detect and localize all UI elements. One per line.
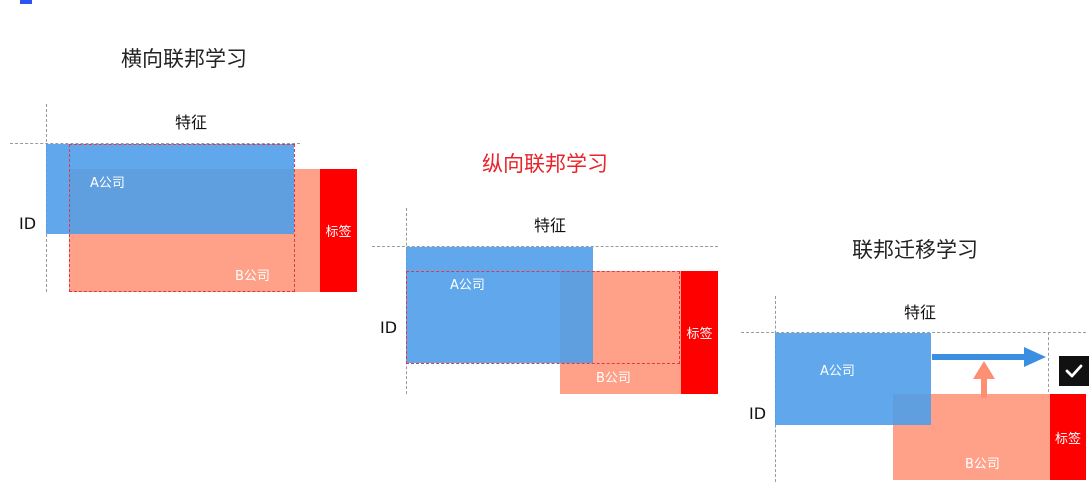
transfer-id-label: ID	[749, 404, 767, 423]
check-icon	[1065, 364, 1083, 378]
transfer-company-a-label: A公司	[820, 364, 855, 379]
transfer-fl-title: 联邦迁移学习	[852, 238, 978, 262]
horizontal-id-label: ID	[19, 214, 37, 233]
vertical-id-label: ID	[380, 318, 398, 337]
transfer-company-a-block	[775, 333, 931, 425]
vertical-tag-label: 标签	[686, 327, 713, 342]
corner-mark	[20, 0, 32, 4]
horizontal-tag-block: 标签	[320, 169, 357, 292]
vertical-tag-block: 标签	[681, 271, 718, 394]
transfer-tag-axis	[1048, 332, 1049, 392]
check-badge	[1059, 356, 1089, 386]
vertical-feature-axis	[372, 246, 718, 247]
vertical-company-b-label: B公司	[596, 371, 631, 386]
horizontal-overlap-box	[69, 144, 295, 292]
vertical-company-a-block	[406, 247, 593, 363]
vertical-feature-label: 特征	[534, 216, 567, 235]
transfer-company-b-label: B公司	[965, 457, 1000, 472]
vertical-overlap-box	[406, 271, 680, 364]
horizontal-company-b-label: B公司	[235, 269, 270, 284]
arrow-right-icon	[932, 347, 1046, 367]
horizontal-tag-label: 标签	[325, 225, 352, 240]
transfer-feature-label: 特征	[904, 303, 937, 322]
transfer-tag-label: 标签	[1054, 431, 1081, 447]
transfer-tag-block: 标签	[1050, 394, 1086, 480]
horizontal-feature-label: 特征	[175, 113, 208, 132]
arrow-up-icon	[973, 361, 995, 398]
horizontal-company-a-label: A公司	[90, 176, 125, 191]
transfer-feature-axis	[741, 332, 1086, 333]
horizontal-company-a-block	[46, 144, 294, 234]
horizontal-feature-axis	[10, 143, 300, 144]
horizontal-fl-title: 横向联邦学习	[121, 47, 247, 71]
vertical-fl-title: 纵向联邦学习	[482, 152, 608, 176]
transfer-arrows	[932, 347, 1046, 398]
vertical-company-a-label: A公司	[450, 278, 485, 293]
